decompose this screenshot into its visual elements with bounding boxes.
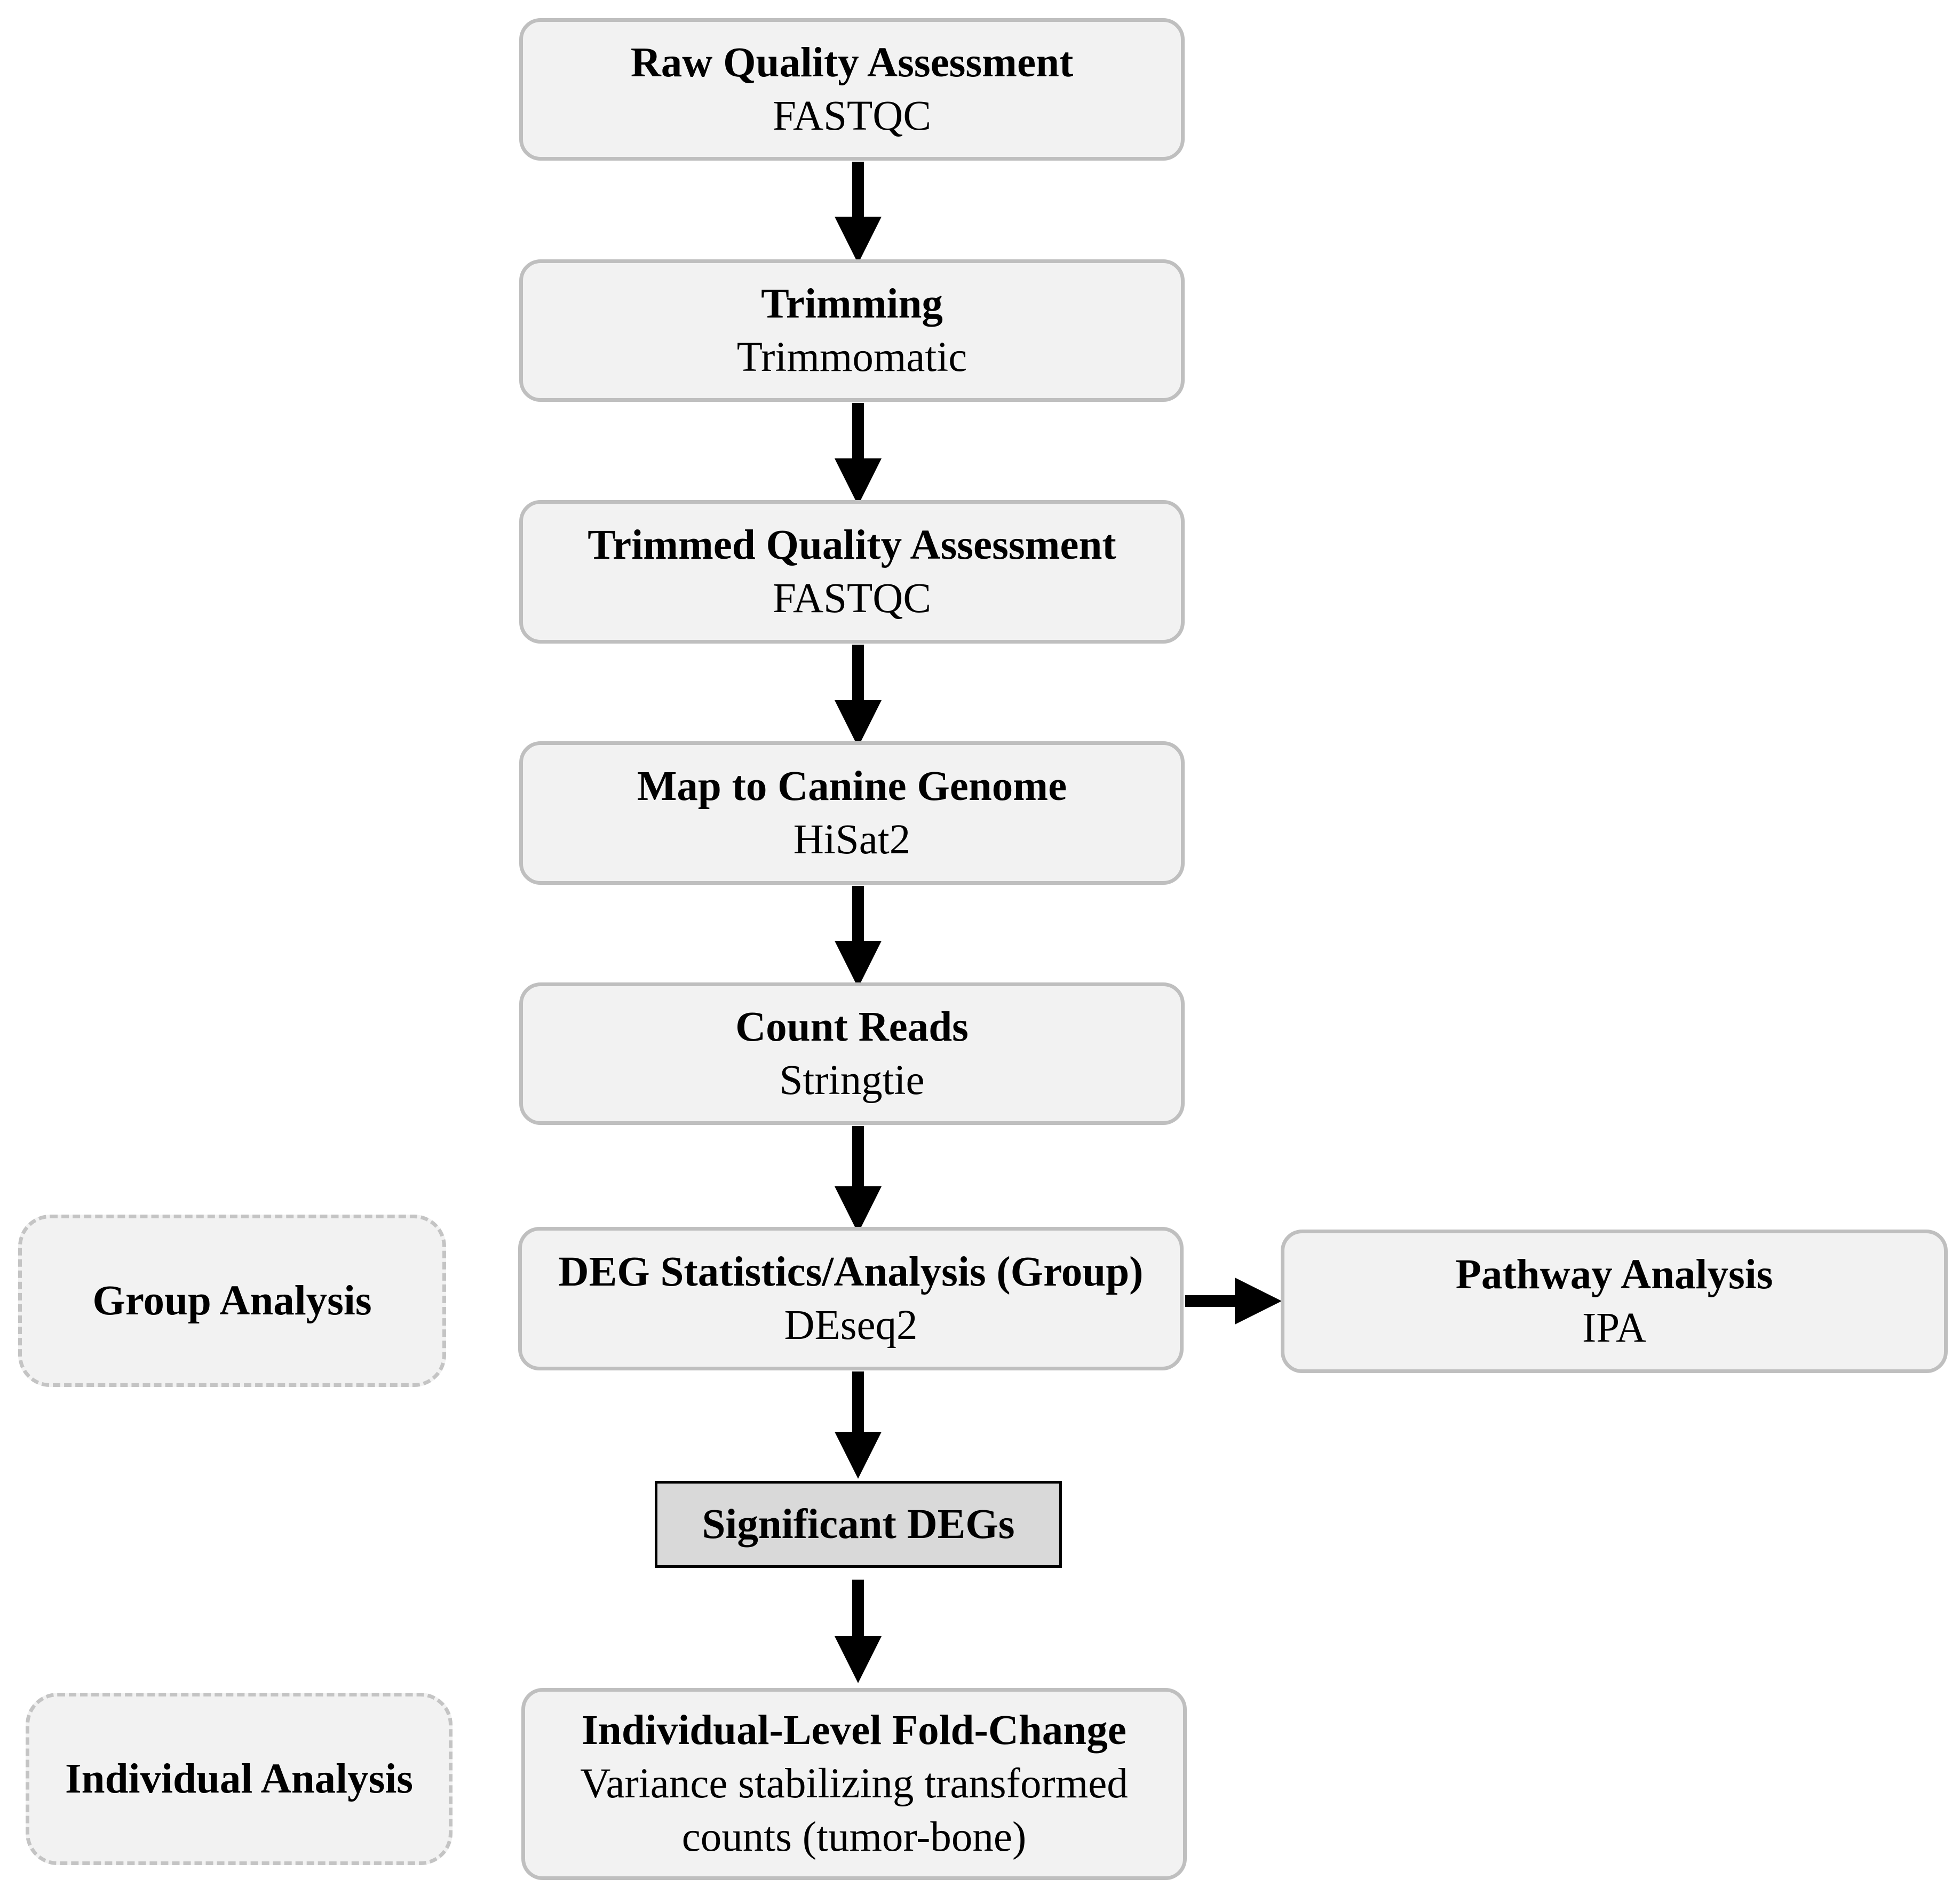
trimming-title: Trimming [761,280,943,327]
significant-degs-box: Significant DEGs [655,1481,1062,1568]
raw-quality-assessment-box: Raw Quality Assessment FASTQC [519,18,1185,161]
group-analysis-label: Group Analysis [92,1277,372,1324]
deg-analysis-box: DEG Statistics/Analysis (Group) DEseq2 [518,1227,1184,1370]
map-to-genome-box: Map to Canine Genome HiSat2 [519,741,1185,885]
pathway-analysis-box: Pathway Analysis IPA [1281,1230,1948,1373]
fold-change-box: Individual-Level Fold-Change Variance st… [521,1688,1187,1880]
deg-analysis-tool: DEseq2 [784,1302,918,1349]
trimmed-quality-assessment-title: Trimmed Quality Assessment [588,521,1116,568]
deg-analysis-title: DEG Statistics/Analysis (Group) [558,1248,1144,1295]
map-to-genome-title: Map to Canine Genome [637,763,1067,810]
individual-analysis-label-box: Individual Analysis [26,1693,453,1865]
fold-change-title: Individual-Level Fold-Change [582,1707,1126,1754]
pathway-analysis-title: Pathway Analysis [1455,1251,1773,1298]
trimming-box: Trimming Trimmomatic [519,259,1185,402]
raw-quality-assessment-title: Raw Quality Assessment [630,39,1074,86]
fold-change-tool-line2: counts (tumor-bone) [681,1814,1027,1860]
map-to-genome-tool: HiSat2 [793,816,911,863]
trimming-tool: Trimmomatic [736,334,967,380]
significant-degs-label: Significant DEGs [702,1501,1015,1548]
trimmed-quality-assessment-box: Trimmed Quality Assessment FASTQC [519,500,1185,644]
count-reads-box: Count Reads Stringtie [519,982,1185,1125]
count-reads-title: Count Reads [735,1003,969,1050]
raw-quality-assessment-tool: FASTQC [772,92,932,139]
group-analysis-label-box: Group Analysis [18,1215,446,1387]
trimmed-quality-assessment-tool: FASTQC [772,575,932,622]
individual-analysis-label: Individual Analysis [65,1755,414,1802]
fold-change-tool-line1: Variance stabilizing transformed [580,1761,1128,1807]
count-reads-tool: Stringtie [779,1057,925,1104]
pathway-analysis-tool: IPA [1582,1304,1647,1351]
